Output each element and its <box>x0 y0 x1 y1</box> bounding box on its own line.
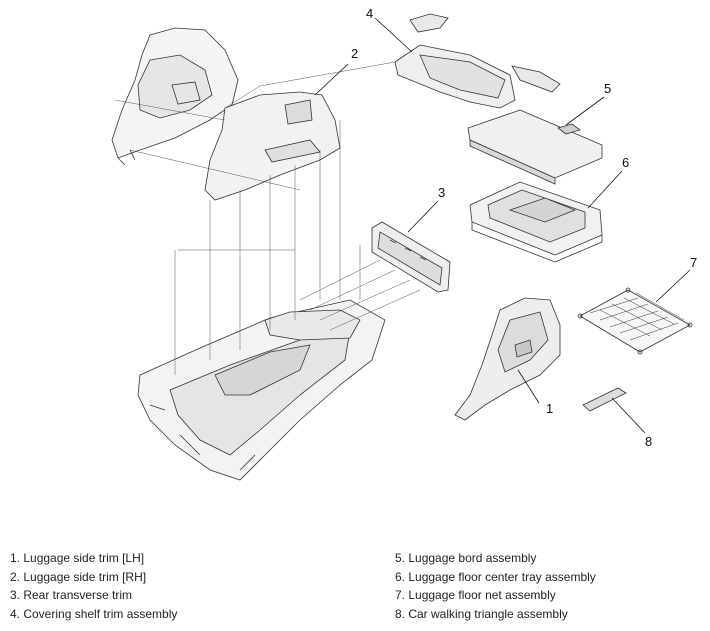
callout-6: 6 <box>622 155 629 170</box>
legend-right-column: 5. Luggage bord assembly 6. Luggage floo… <box>395 549 596 623</box>
rear-transverse-trim-part <box>371 221 451 293</box>
luggage-floor-net-part <box>577 287 693 355</box>
callout-8: 8 <box>645 434 652 449</box>
legend-item-2: 2. Luggage side trim [RH] <box>10 569 147 584</box>
legend-item-6: 6. Luggage floor center tray assembly <box>395 569 596 584</box>
legend-item-8: 8. Car walking triangle assembly <box>395 606 568 621</box>
callout-3: 3 <box>438 185 445 200</box>
legend-item-3: 3. Rear transverse trim <box>10 588 133 602</box>
callout-5: 5 <box>604 81 611 96</box>
callout-1: 1 <box>546 401 553 416</box>
alignment-lines <box>114 61 421 375</box>
luggage-side-trim-rh-part <box>111 27 341 201</box>
walking-triangle-part <box>582 387 627 412</box>
luggage-floor-tray-part <box>469 181 603 263</box>
vehicle-floor-pan-part <box>137 299 386 481</box>
luggage-board-part <box>467 109 603 185</box>
exploded-parts-diagram: 1 2 3 4 5 6 7 8 <box>111 6 697 481</box>
covering-shelf-trim-part <box>394 13 561 109</box>
legend-item-5: 5. Luggage bord assembly <box>395 551 537 565</box>
callout-7: 7 <box>690 255 697 270</box>
legend-item-1: 1. Luggage side trim [LH] <box>10 551 145 565</box>
legend-item-4: 4. Covering shelf trim assembly <box>10 606 178 621</box>
callout-2: 2 <box>351 46 358 61</box>
legend-item-7: 7. Luggage floor net assembly <box>395 588 556 602</box>
luggage-side-trim-lh-part <box>454 297 561 421</box>
callout-4: 4 <box>366 6 373 21</box>
callout-leaders <box>314 17 691 434</box>
legend-left-column: 1. Luggage side trim [LH] 2. Luggage sid… <box>10 549 177 623</box>
